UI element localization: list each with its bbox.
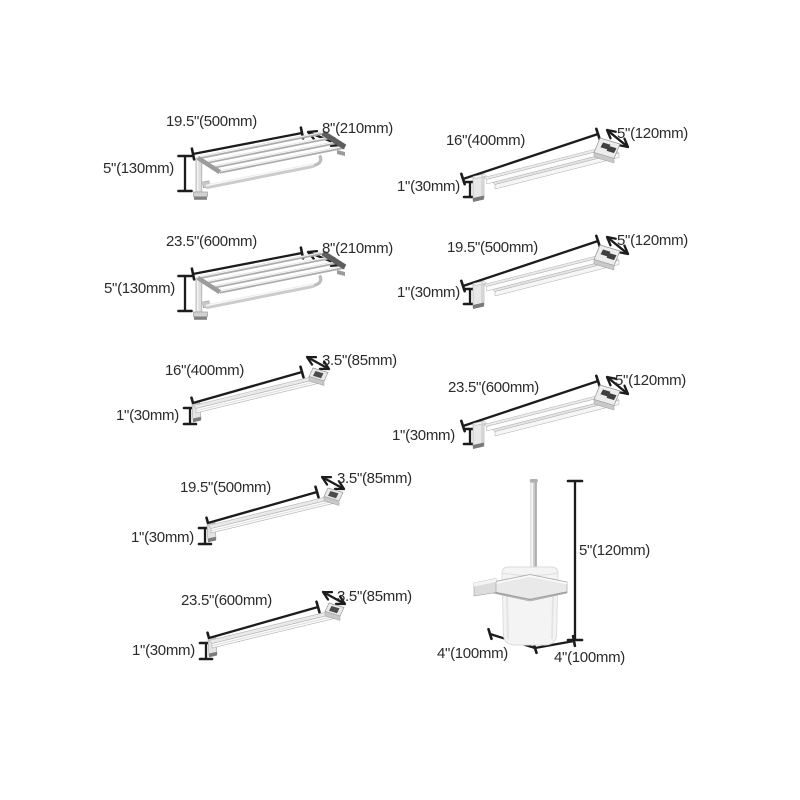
- towel-bar-500-width-label: 19.5"(500mm): [180, 479, 271, 496]
- towel-rack-600-height-label: 5"(130mm): [104, 280, 175, 297]
- towel-bar-500-depth-label: 3.5"(85mm): [337, 470, 412, 487]
- double-towel-bar-400-depth-label: 5"(120mm): [617, 125, 688, 142]
- towel-rack-600-drawing: [179, 248, 346, 320]
- double-towel-bar-500-height-label: 1"(30mm): [397, 284, 460, 301]
- towel-bar-500-height-label: 1"(30mm): [131, 529, 194, 546]
- towel-rack-500-depth-label: 8"(210mm): [322, 120, 393, 137]
- double-towel-bar-500-depth-label: 5"(120mm): [617, 232, 688, 249]
- towel-bar-600-depth-label: 3.5"(85mm): [337, 588, 412, 605]
- toilet-brush-depth-label: 4"(100mm): [437, 645, 508, 662]
- toilet-brush-height-label: 5"(120mm): [579, 542, 650, 559]
- towel-bar-400-depth-label: 3.5"(85mm): [322, 352, 397, 369]
- towel-rack-500-width-label: 19.5"(500mm): [166, 113, 257, 130]
- double-towel-bar-500-width-label: 19.5"(500mm): [447, 239, 538, 256]
- double-towel-bar-600-width-label: 23.5"(600mm): [448, 379, 539, 396]
- double-towel-bar-400-height-label: 1"(30mm): [397, 178, 460, 195]
- towel-bar-600-height-label: 1"(30mm): [132, 642, 195, 659]
- toilet-brush-width-label: 4"(100mm): [554, 649, 625, 666]
- towel-rack-500-drawing: [179, 128, 346, 200]
- towel-bar-400-width-label: 16"(400mm): [165, 362, 245, 379]
- towel-bar-400-height-label: 1"(30mm): [116, 407, 179, 424]
- toilet-brush-holder-drawing: [472, 477, 584, 655]
- double-towel-bar-600-depth-label: 5"(120mm): [615, 372, 686, 389]
- double-towel-bar-400-width-label: 16"(400mm): [446, 132, 526, 149]
- towel-rack-600-width-label: 23.5"(600mm): [166, 233, 257, 250]
- towel-rack-500-height-label: 5"(130mm): [103, 160, 174, 177]
- towel-bar-600-width-label: 23.5"(600mm): [181, 592, 272, 609]
- double-towel-bar-600-height-label: 1"(30mm): [392, 427, 455, 444]
- towel-rack-600-depth-label: 8"(210mm): [322, 240, 393, 257]
